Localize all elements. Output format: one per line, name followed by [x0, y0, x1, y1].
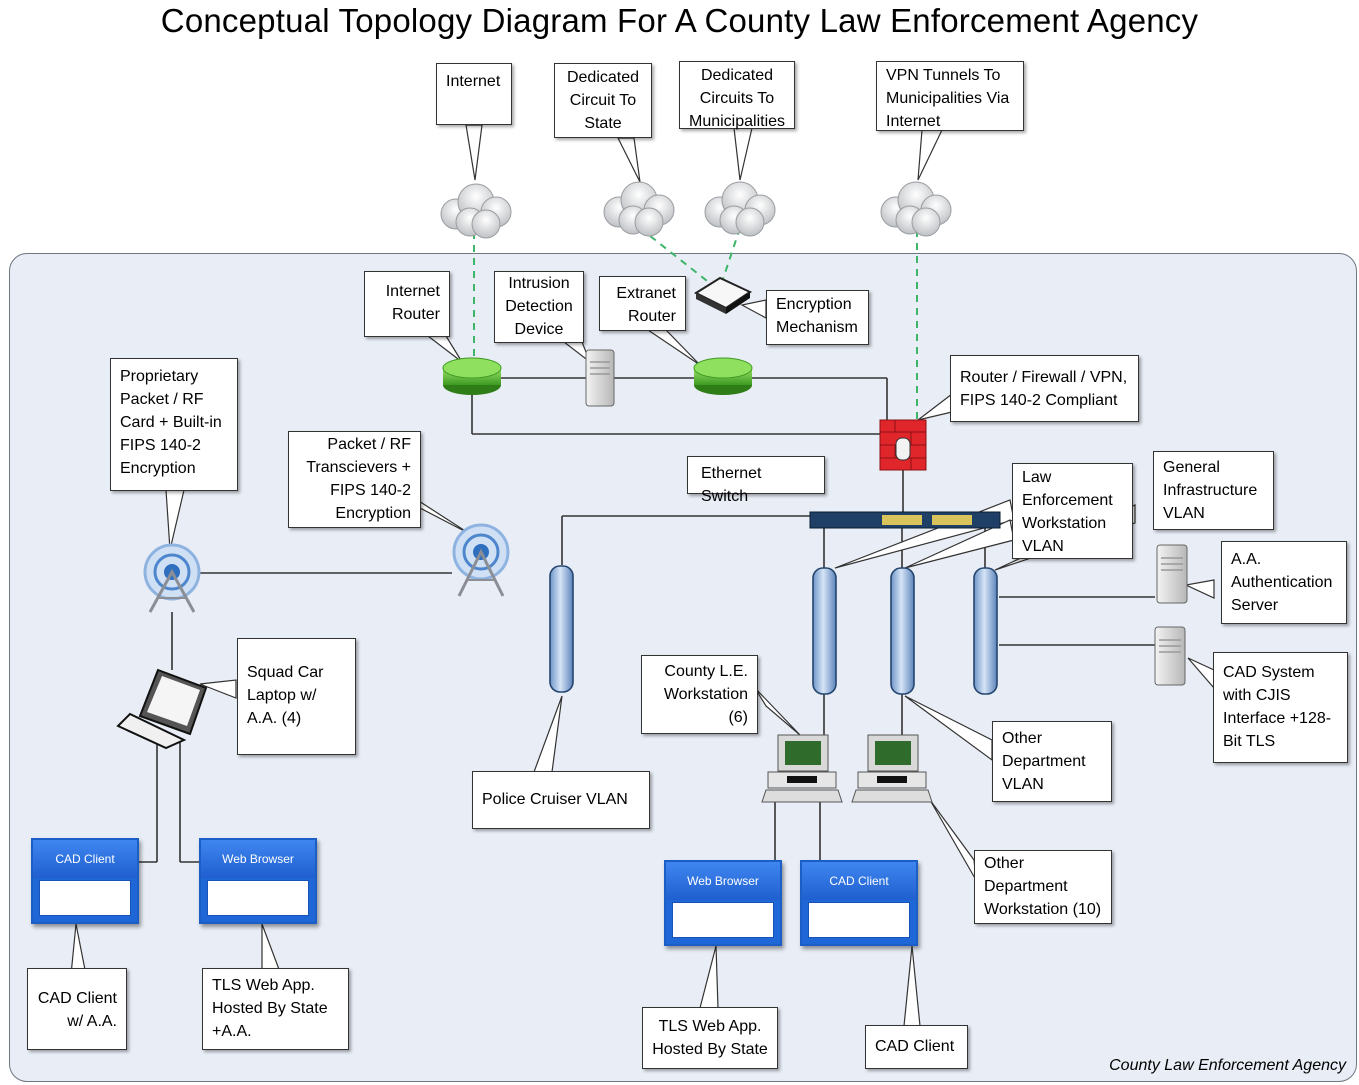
- window-body: [672, 902, 774, 938]
- callout-intrusion-detection: Intrusion Detection Device: [494, 271, 584, 343]
- window-title: Web Browser: [201, 840, 315, 878]
- page-title: Conceptual Topology Diagram For A County…: [160, 2, 1199, 39]
- callout-internet: Internet: [436, 63, 512, 125]
- callout-le-workstation-vlan: Law Enforcement Workstation VLAN: [1012, 463, 1133, 559]
- callout-squad-car-laptop: Squad Car Laptop w/ A.A. (4): [237, 638, 356, 755]
- window-body: [207, 880, 309, 916]
- callout-police-cruiser-vlan: Police Cruiser VLAN: [472, 771, 650, 829]
- cad-client-window: CAD Client: [800, 860, 918, 946]
- callout-general-infrastructure-vlan: General Infrastructure VLAN: [1153, 451, 1274, 530]
- callout-encryption-mechanism: Encryption Mechanism: [766, 290, 869, 345]
- callout-other-department-workstation: Other Department Workstation (10): [974, 850, 1112, 924]
- callout-ethernet-switch: Ethernet Switch: [687, 456, 825, 505]
- callout-dedicated-circuit-state: Dedicated Circuit To State: [554, 63, 652, 138]
- callout-cad-client-aa: CAD Client w/ A.A.: [27, 968, 127, 1050]
- callout-other-department-vlan: Other Department VLAN: [992, 721, 1112, 802]
- callout-tls-web-app-aa: TLS Web App. Hosted By State +A.A.: [202, 968, 349, 1050]
- window-body: [808, 902, 910, 938]
- web-browser-window: Web Browser: [199, 838, 317, 924]
- web-browser-window: Web Browser: [664, 860, 782, 946]
- cloud-icon: [440, 181, 952, 239]
- window-body: [39, 880, 131, 916]
- callout-aa-auth-server: A.A. Authentication Server: [1221, 541, 1347, 624]
- window-title: Web Browser: [666, 862, 780, 900]
- panel-caption: County Law Enforcement Agency: [1109, 1057, 1346, 1074]
- callout-tls-web-app: TLS Web App. Hosted By State: [642, 1007, 778, 1069]
- callout-extranet-router: Extranet Router: [599, 276, 686, 331]
- callout-county-le-workstation: County L.E. Workstation (6): [641, 655, 758, 734]
- callout-cad-system: CAD System with CJIS Interface +128- Bit…: [1213, 652, 1348, 763]
- window-title: CAD Client: [802, 862, 916, 900]
- cad-client-window: CAD Client: [31, 838, 139, 924]
- callout-router-firewall: Router / Firewall / VPN, FIPS 140-2 Comp…: [950, 355, 1139, 422]
- window-title: CAD Client: [33, 840, 137, 878]
- callout-proprietary-card: Proprietary Packet / RF Card + Built-in …: [110, 358, 238, 491]
- callout-cad-client: CAD Client: [865, 1025, 968, 1069]
- callout-transceivers: Packet / RF Transcievers + FIPS 140-2 En…: [288, 431, 421, 528]
- callout-dedicated-circuits-municipalities: Dedicated Circuits To Municipalities: [679, 61, 795, 130]
- callout-vpn-tunnels: VPN Tunnels To Municipalities Via Intern…: [876, 61, 1024, 131]
- callout-internet-router: Internet Router: [364, 271, 450, 337]
